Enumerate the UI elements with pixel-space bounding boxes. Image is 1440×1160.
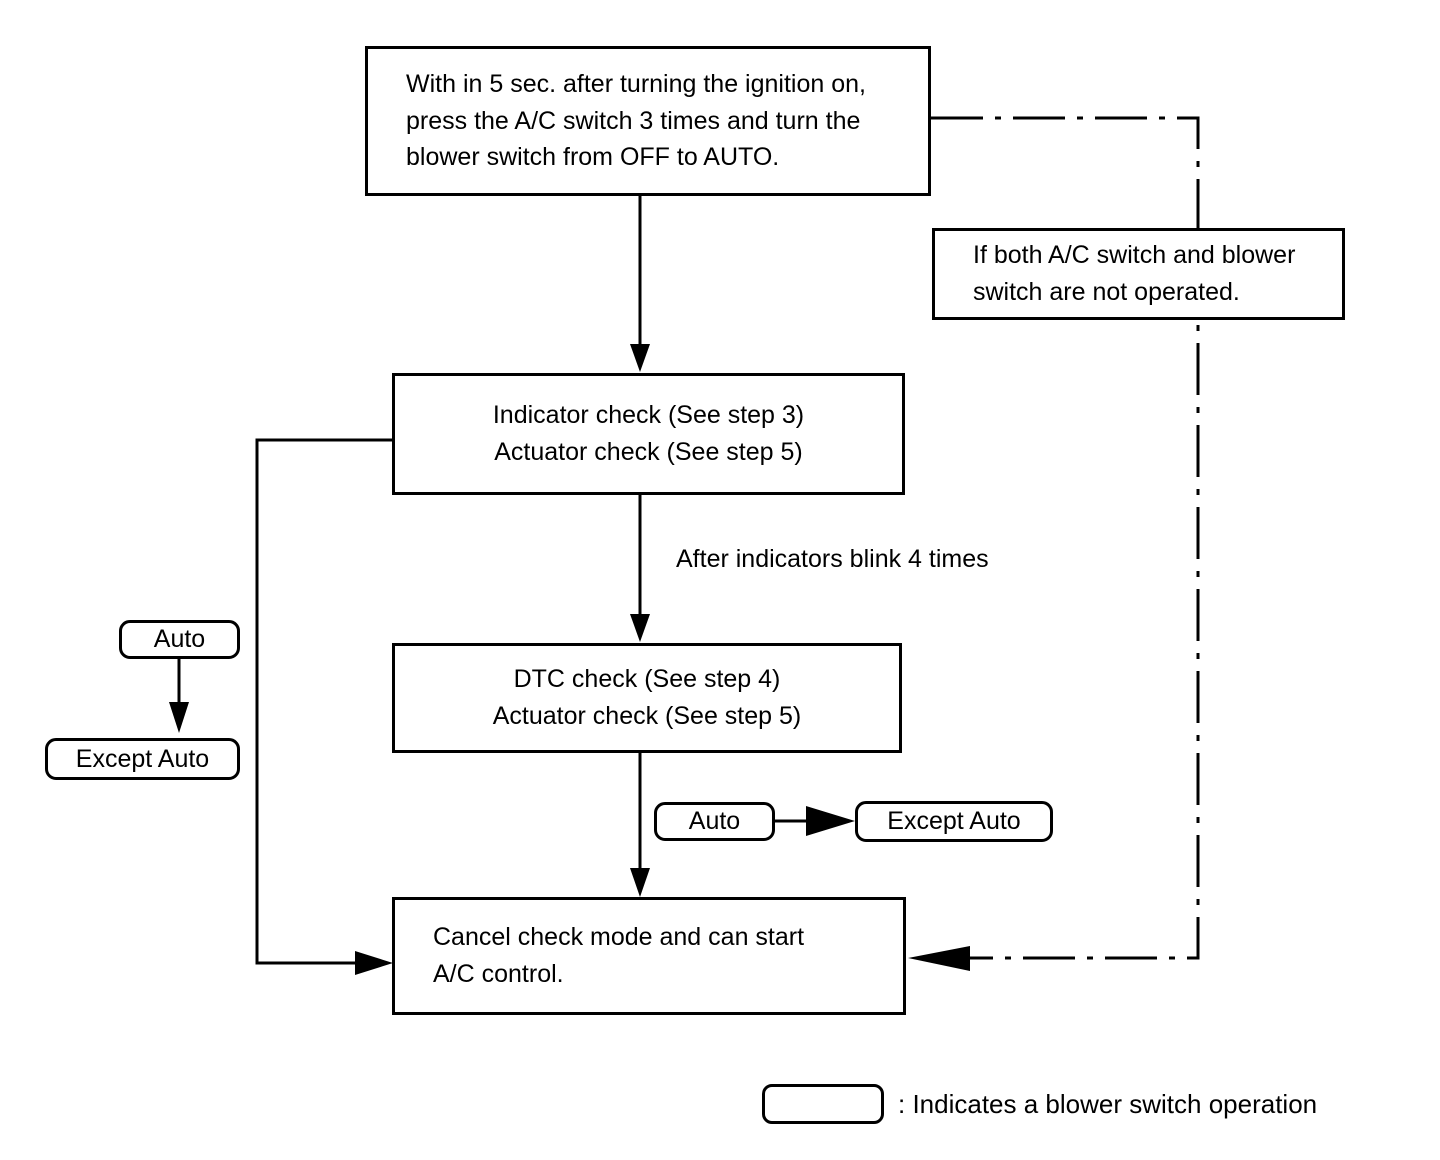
pill-except-auto-mid-label: Except Auto xyxy=(887,807,1021,835)
edge-auto-to-except-auto-left xyxy=(169,659,189,733)
edge-start-to-indicator xyxy=(630,196,650,372)
edge-auto-to-except-auto-mid xyxy=(775,806,855,836)
pill-except-auto-left: Except Auto xyxy=(45,738,240,780)
legend: : Indicates a blower switch operation xyxy=(762,1084,1317,1124)
node-start-instruction: With in 5 sec. after turning the ignitio… xyxy=(365,46,931,196)
node-start-line-2: press the A/C switch 3 times and turn th… xyxy=(406,106,861,135)
node-indicator-line-2: Actuator check (See step 5) xyxy=(494,438,803,466)
edge-indicator-to-dtc xyxy=(630,495,650,642)
node-condition-line-1: If both A/C switch and blower xyxy=(973,241,1296,270)
pill-except-auto-mid: Except Auto xyxy=(855,801,1053,842)
pill-auto-mid-label: Auto xyxy=(688,807,741,835)
edge-dtc-to-cancel xyxy=(630,752,650,897)
node-condition-line-2: switch are not operated. xyxy=(973,278,1240,306)
node-dtc-line-1: DTC check (See step 4) xyxy=(513,665,781,694)
node-dtc-line-2: Actuator check (See step 5) xyxy=(492,702,802,730)
legend-description: : Indicates a blower switch operation xyxy=(898,1088,1318,1119)
node-dtc-check: DTC check (See step 4) Actuator check (S… xyxy=(392,643,902,753)
pill-except-auto-left-label: Except Auto xyxy=(75,744,210,773)
node-start-line-3: blower switch from OFF to AUTO. xyxy=(406,143,780,172)
node-condition-note: If both A/C switch and blower switch are… xyxy=(932,228,1345,320)
node-cancel-line-2: A/C control. xyxy=(433,960,564,988)
edge-indicator-loop-to-cancel xyxy=(255,438,393,975)
node-indicator-line-1: Indicator check (See step 3) xyxy=(492,401,805,430)
node-cancel-check-mode: Cancel check mode and can start A/C cont… xyxy=(392,897,906,1015)
pill-auto-left-label: Auto xyxy=(153,625,206,653)
node-indicator-check: Indicator check (See step 3) Actuator ch… xyxy=(392,373,905,495)
edge-label-blink-times: After indicators blink 4 times xyxy=(676,545,989,573)
legend-symbol-rounded-rect xyxy=(762,1084,884,1124)
node-start-line-1: With in 5 sec. after turning the ignitio… xyxy=(406,69,866,98)
pill-auto-mid: Auto xyxy=(654,802,775,841)
node-cancel-line-1: Cancel check mode and can start xyxy=(433,923,805,952)
pill-auto-left: Auto xyxy=(119,620,240,659)
